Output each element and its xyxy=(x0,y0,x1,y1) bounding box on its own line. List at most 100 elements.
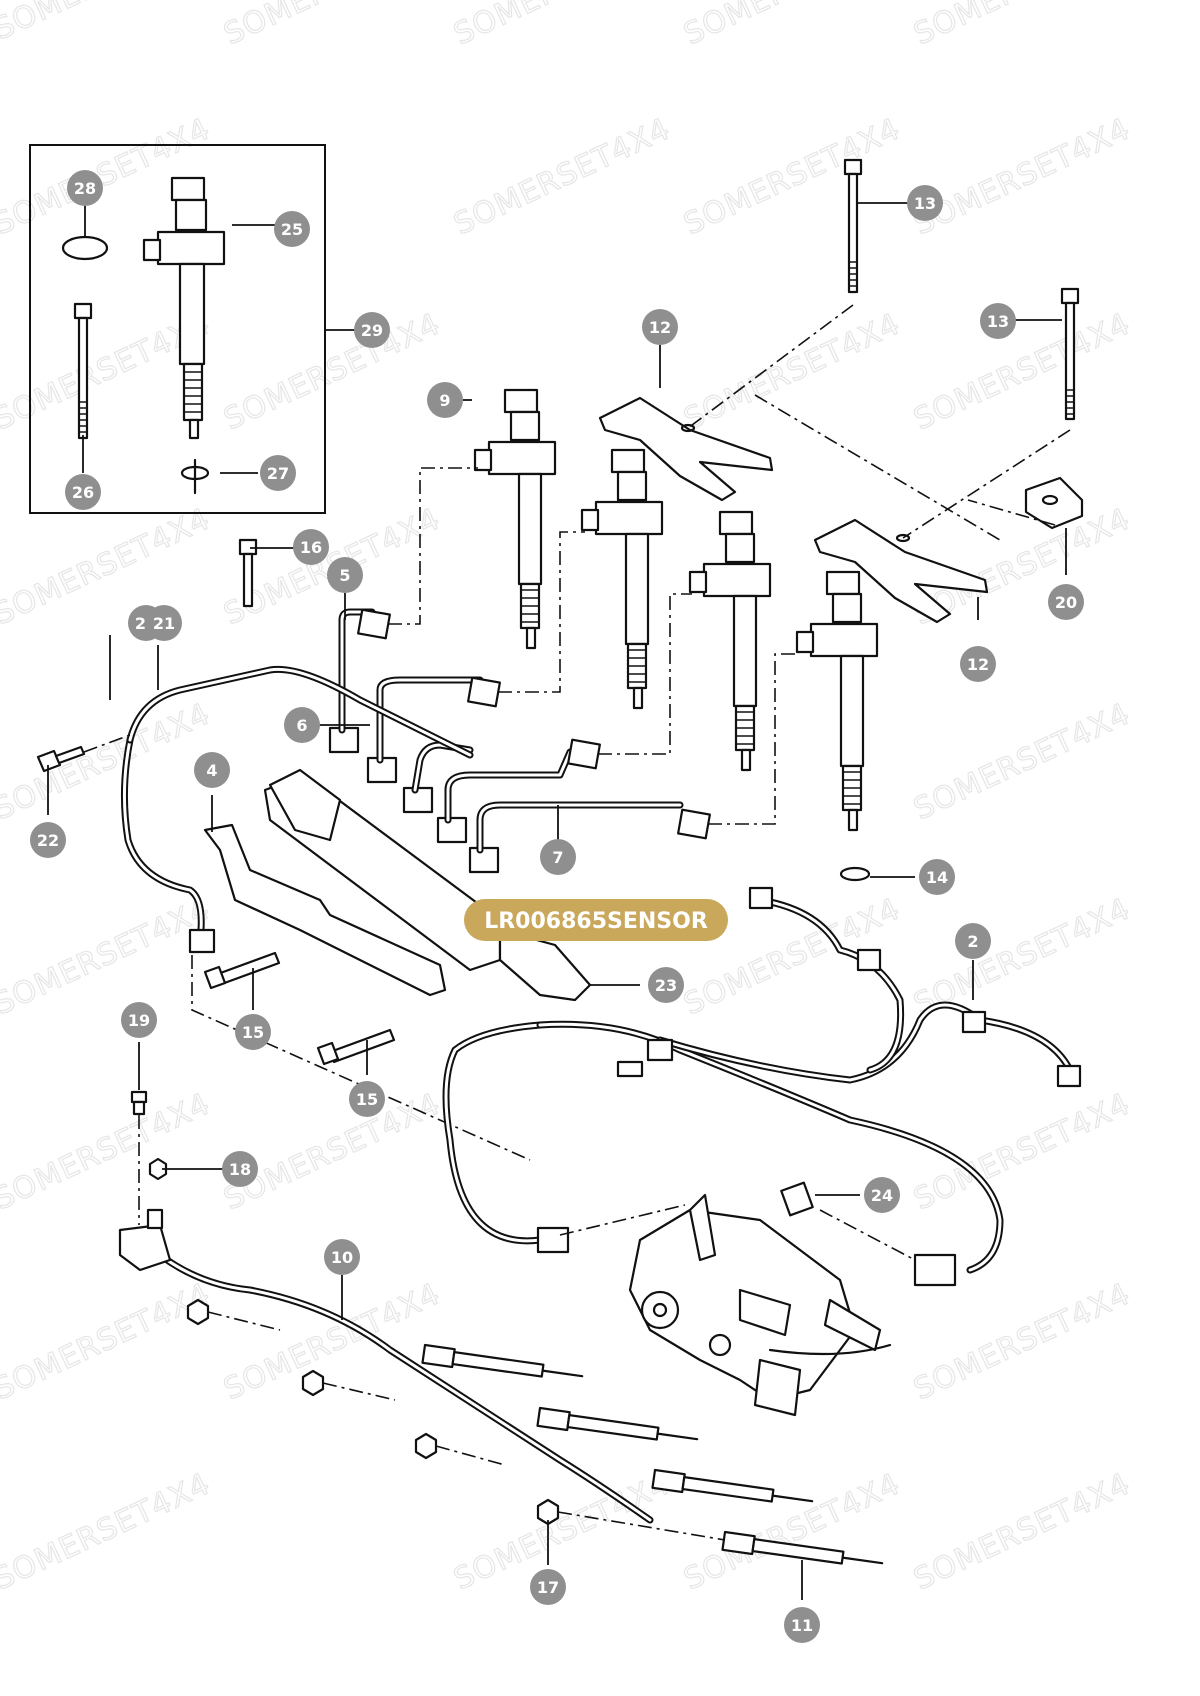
clamp-part xyxy=(813,518,989,624)
svg-text:16: 16 xyxy=(300,538,322,557)
callout-badge: 18 xyxy=(222,1151,258,1187)
callout-badge: 12 xyxy=(960,646,996,682)
callout-badge: 2 xyxy=(955,923,991,959)
watermark: SOMERSET4X4 xyxy=(449,0,676,52)
callout-badge: 22 xyxy=(30,822,66,858)
svg-text:12: 12 xyxy=(649,318,671,337)
watermark: SOMERSET4X4 xyxy=(0,1086,216,1217)
watermark: SOMERSET4X4 xyxy=(679,0,906,52)
injector-2 xyxy=(580,448,664,710)
callout-badge: 20 xyxy=(1048,584,1084,620)
callout-badge: 9 xyxy=(427,382,463,418)
watermark: SOMERSET4X4 xyxy=(219,306,446,437)
callout-badge: 12 xyxy=(642,309,678,345)
fuel-rail-group xyxy=(36,467,800,1161)
callout-badge: 24 xyxy=(864,1177,900,1213)
svg-text:12: 12 xyxy=(967,655,989,674)
callout-badge: 10 xyxy=(324,1239,360,1275)
callout-badge: 13 xyxy=(980,303,1016,339)
clamp-part xyxy=(598,396,774,502)
watermark: SOMERSET4X4 xyxy=(219,1276,446,1407)
callout-badge: 17 xyxy=(530,1569,566,1605)
watermark: SOMERSET4X4 xyxy=(0,0,216,47)
harness-group xyxy=(442,886,1082,1417)
callout-badge: 29 xyxy=(354,312,390,348)
svg-text:5: 5 xyxy=(339,566,350,585)
callout-badge: 16 xyxy=(293,529,329,565)
glow-plug-part xyxy=(421,1343,584,1378)
highlight-part-label[interactable]: LR006865SENSOR xyxy=(464,899,728,941)
fuel-pump-part xyxy=(628,1193,892,1417)
injector-1 xyxy=(473,388,557,650)
glow-plug-part xyxy=(651,1468,814,1503)
svg-text:14: 14 xyxy=(926,868,948,887)
o-ring-part xyxy=(61,235,109,261)
svg-text:15: 15 xyxy=(356,1090,378,1109)
callout-badge: 28 xyxy=(67,170,103,206)
svg-text:19: 19 xyxy=(128,1011,150,1030)
svg-text:17: 17 xyxy=(537,1578,559,1597)
glow-plug-part xyxy=(721,1530,884,1565)
watermark: SOMERSET4X4 xyxy=(0,696,216,827)
svg-text:23: 23 xyxy=(655,976,677,995)
callout-badge: 14 xyxy=(919,859,955,895)
watermark: SOMERSET4X4 xyxy=(219,1086,446,1217)
callout-badge: 7 xyxy=(540,839,576,875)
injector-4 xyxy=(795,570,879,832)
glow-plug-group xyxy=(118,1090,884,1565)
svg-text:26: 26 xyxy=(72,483,94,502)
watermark: SOMERSET4X4 xyxy=(909,0,1136,52)
clamp-group xyxy=(598,158,1084,624)
svg-text:20: 20 xyxy=(1055,593,1077,612)
watermark: SOMERSET4X4 xyxy=(909,1466,1136,1597)
svg-text:9: 9 xyxy=(439,391,450,410)
watermark: SOMERSET4X4 xyxy=(0,1276,216,1407)
svg-text:7: 7 xyxy=(552,848,563,867)
svg-text:11: 11 xyxy=(791,1616,813,1635)
callout-badge: 23 xyxy=(648,967,684,1003)
injector-kit-inset xyxy=(29,144,358,514)
watermark: SOMERSET4X4 xyxy=(0,1466,216,1597)
watermark: SOMERSET4X4 xyxy=(679,306,906,437)
svg-text:25: 25 xyxy=(281,220,303,239)
watermark: SOMERSET4X4 xyxy=(0,891,216,1022)
callout-badge: 6 xyxy=(284,707,320,743)
svg-text:6: 6 xyxy=(296,716,307,735)
watermark: SOMERSET4X4 xyxy=(0,501,216,632)
watermark: SOMERSET4X4 xyxy=(909,306,1136,437)
svg-text:13: 13 xyxy=(987,312,1009,331)
callout-badge: 27 xyxy=(260,455,296,491)
svg-text:21: 21 xyxy=(153,614,175,633)
callout-badge: 19 xyxy=(121,1002,157,1038)
watermark: SOMERSET4X4 xyxy=(449,111,676,242)
callout-badge: 13 xyxy=(907,185,943,221)
watermark: SOMERSET4X4 xyxy=(679,111,906,242)
watermark: SOMERSET4X4 xyxy=(219,0,446,52)
injector-part xyxy=(142,176,226,440)
svg-text:22: 22 xyxy=(37,831,59,850)
leader-lines xyxy=(47,202,1067,1600)
callout-badge: 15 xyxy=(349,1081,385,1117)
watermark: SOMERSET4X4 xyxy=(909,111,1136,242)
svg-text:27: 27 xyxy=(267,464,289,483)
injector-3 xyxy=(688,510,772,772)
watermark: SOMERSET4X4 xyxy=(909,696,1136,827)
svg-text:4: 4 xyxy=(206,761,217,780)
svg-text:18: 18 xyxy=(229,1160,251,1179)
bolt-part xyxy=(73,302,93,440)
svg-text:13: 13 xyxy=(914,194,936,213)
injector-group xyxy=(473,388,879,882)
svg-text:24: 24 xyxy=(871,1186,893,1205)
callout-badge: 21 xyxy=(146,605,182,641)
callout-badge: 26 xyxy=(65,474,101,510)
callout-badge: 4 xyxy=(194,752,230,788)
svg-text:15: 15 xyxy=(242,1023,264,1042)
callout-badge: 5 xyxy=(327,557,363,593)
svg-text:LR006865SENSOR: LR006865SENSOR xyxy=(484,909,708,934)
svg-text:10: 10 xyxy=(331,1248,353,1267)
callout-layer: 28 25 29 26 27 9 12 13 13 20 12 16 5 21 … xyxy=(30,170,1084,1643)
svg-text:2: 2 xyxy=(967,932,978,951)
glow-plug-part xyxy=(536,1406,699,1441)
callout-badge: 15 xyxy=(235,1014,271,1050)
